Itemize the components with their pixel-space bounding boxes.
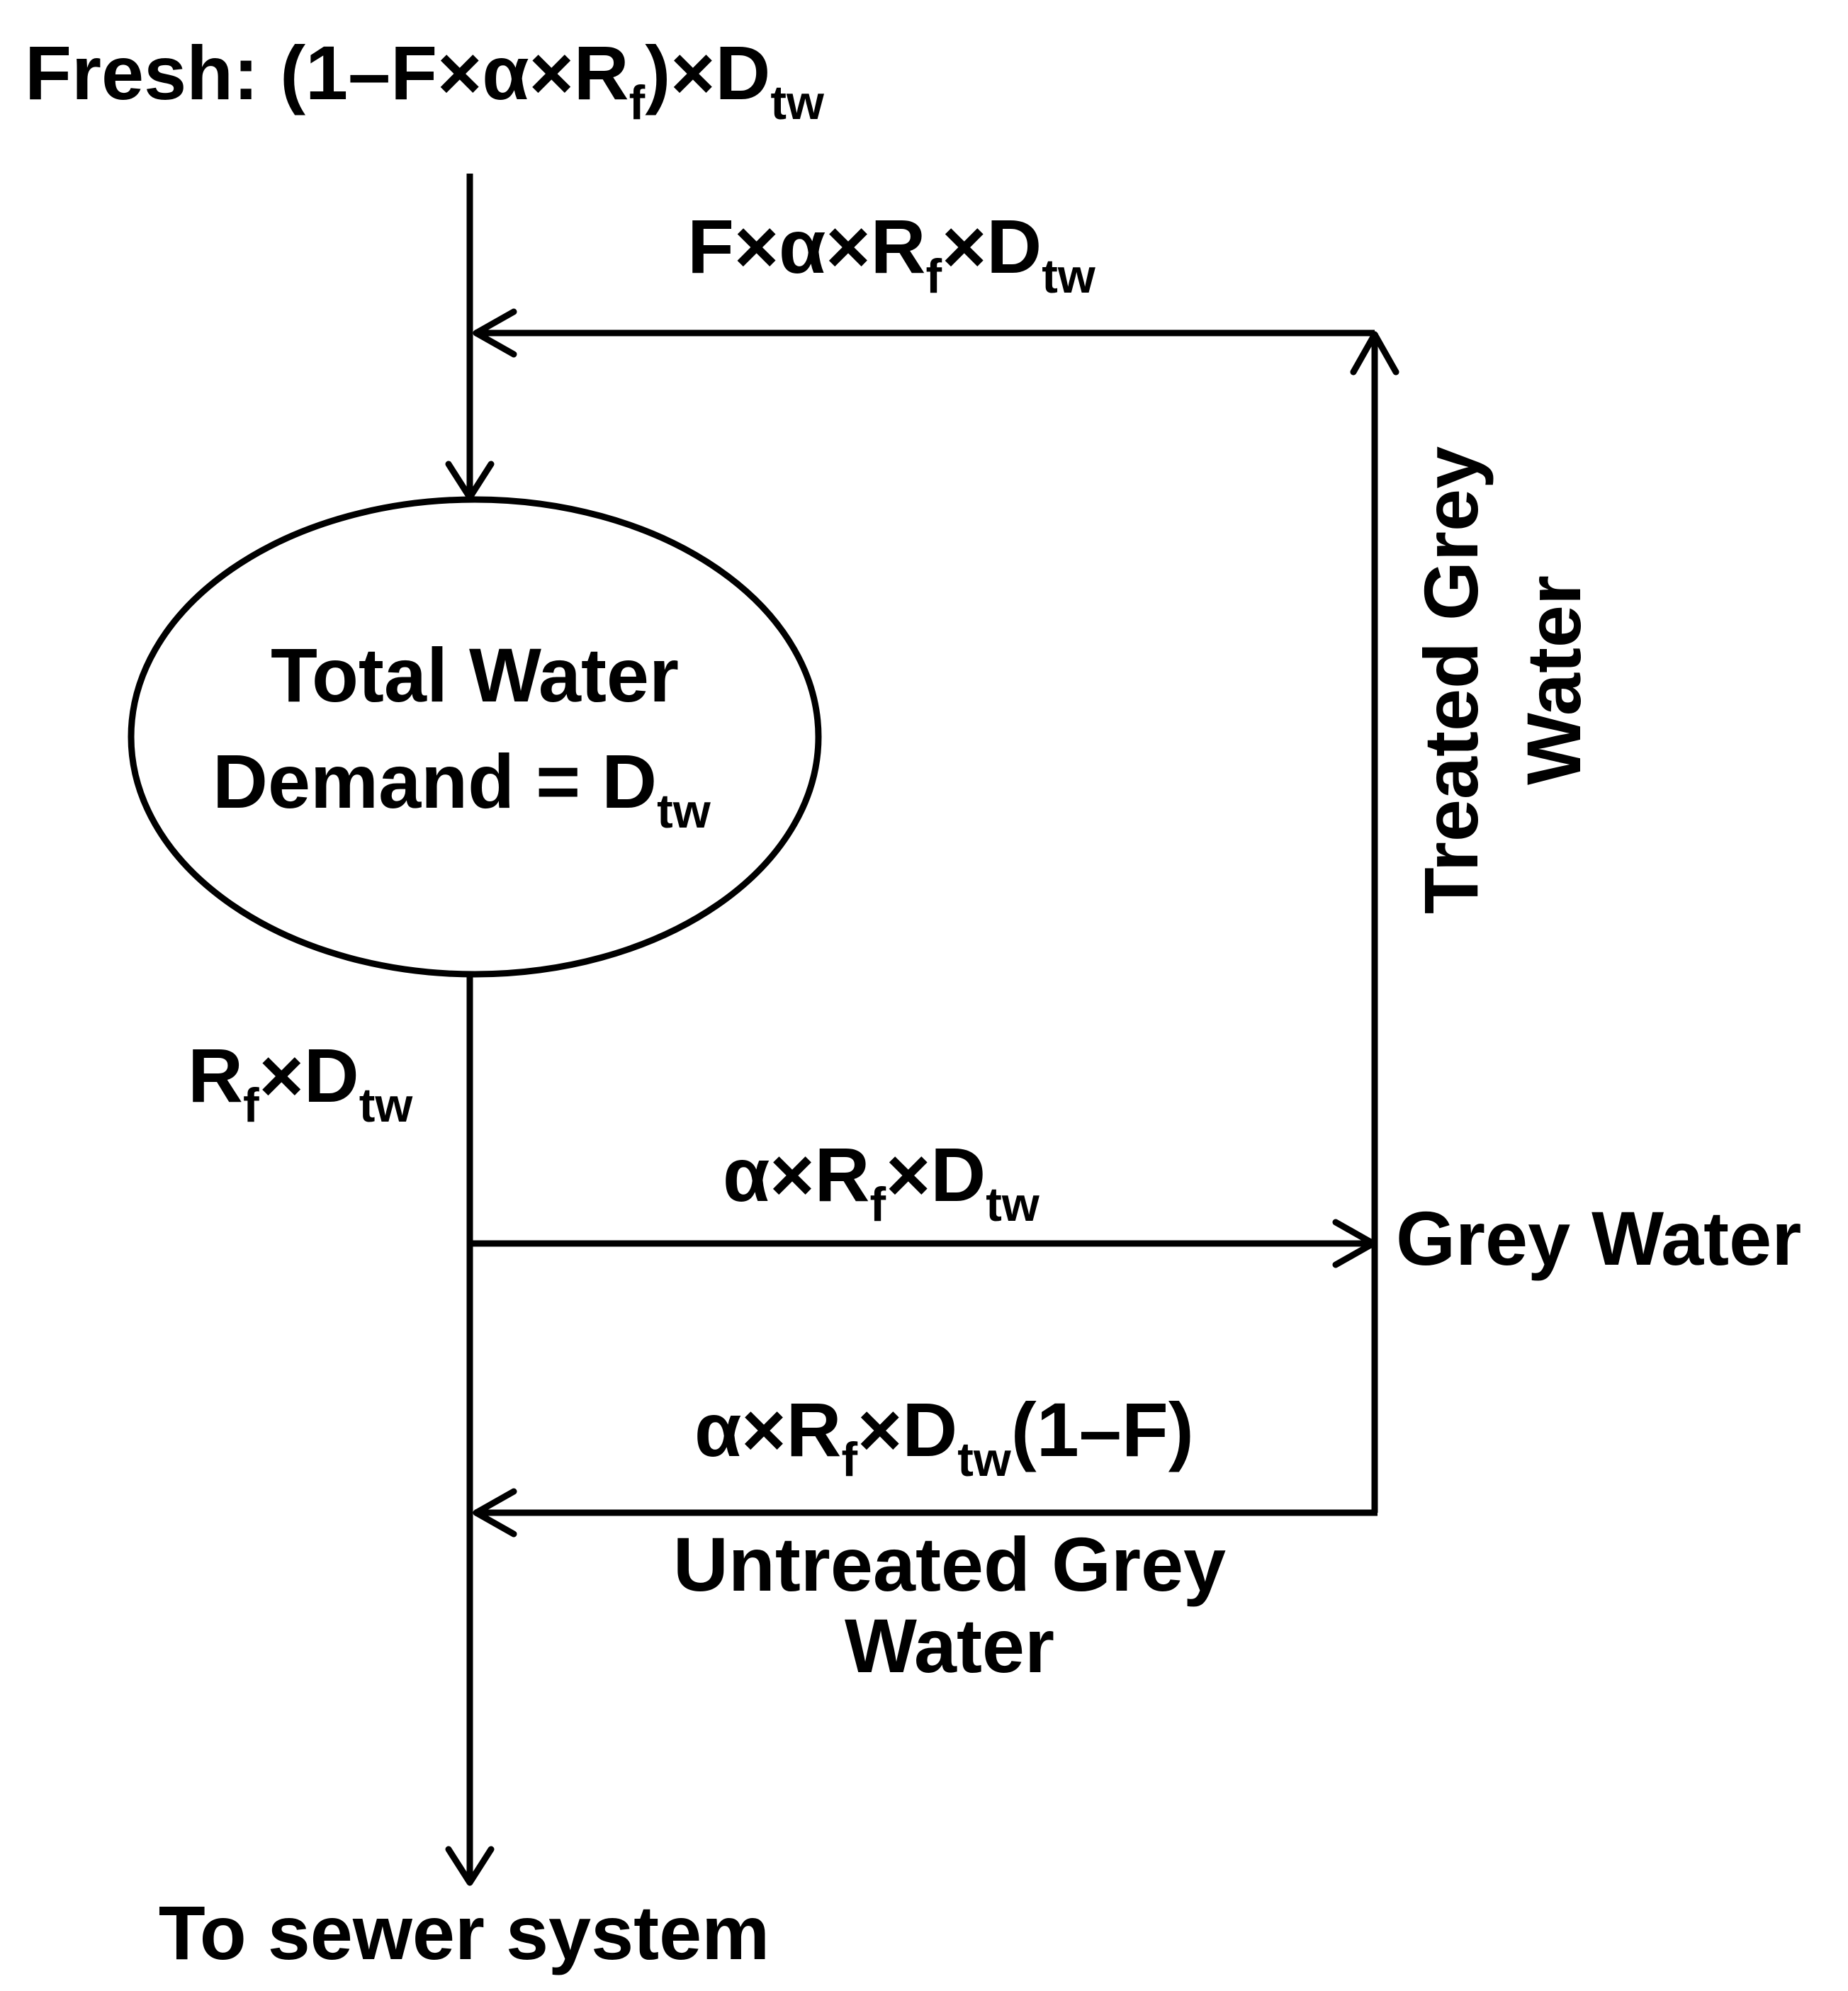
fresh-label-sub-tw: tw	[770, 76, 825, 130]
grey-label-a: α×R	[723, 1132, 869, 1217]
untreated-label-sub-tw: tw	[957, 1433, 1012, 1487]
grey-water-label: Grey Water	[1396, 1195, 1801, 1281]
recycle-label-b: ×D	[942, 203, 1042, 289]
return-label-sub-tw: tw	[359, 1078, 414, 1132]
grey-water-arrowhead	[1332, 1219, 1377, 1268]
demand-label-text: Demand = D	[213, 738, 657, 824]
treated-grey-arrowhead	[1350, 331, 1399, 376]
return-label-sub-f: f	[243, 1078, 259, 1132]
untreated-label-a: α×R	[694, 1387, 841, 1472]
return-label-b: ×D	[259, 1032, 359, 1118]
untreated-grey-arrowhead	[473, 1488, 517, 1538]
demand-label-line1: Total Water	[271, 632, 679, 718]
return-flow-label: Rf×Dtw	[188, 1032, 413, 1132]
fresh-label-prefix: Fresh: (1–F×α×R	[25, 30, 629, 115]
recycle-label-sub-tw: tw	[1042, 249, 1096, 303]
grey-label-sub-tw: tw	[986, 1178, 1040, 1231]
demand-label-line2: Demand = Dtw	[213, 738, 711, 838]
fresh-water-label: Fresh: (1–F×α×Rf)×Dtw	[25, 30, 825, 130]
demand-label-sub-tw: tw	[657, 784, 711, 838]
untreated-label-sub-f: f	[841, 1433, 857, 1487]
untreated-label-b: ×D	[857, 1387, 957, 1472]
recycle-label-sub-f: f	[926, 249, 942, 303]
grey-flow-label: α×Rf×Dtw	[723, 1132, 1040, 1231]
untreated-label-line1: Untreated Grey	[673, 1521, 1226, 1607]
fresh-label-mid: )×D	[645, 30, 770, 115]
untreated-label-c: (1–F)	[1011, 1387, 1194, 1472]
recycle-label-a: F×α×R	[687, 203, 926, 289]
untreated-label-line2: Water	[845, 1603, 1054, 1688]
recycle-flow-label: F×α×Rf×Dtw	[687, 203, 1096, 303]
treated-label-line2: Water	[1511, 575, 1596, 785]
fresh-label-sub-f: f	[629, 76, 646, 130]
sewer-system-label: To sewer system	[159, 1890, 770, 1975]
grey-label-b: ×D	[886, 1132, 986, 1217]
return-label-a: R	[188, 1032, 243, 1118]
untreated-flow-label: α×Rf×Dtw(1–F)	[694, 1387, 1194, 1487]
total-water-demand-node	[128, 496, 822, 978]
sewer-arrowhead	[445, 1846, 495, 1886]
treated-label-line1: Treated Grey	[1408, 446, 1494, 914]
treated-grey-water-label: Treated Grey Water	[1408, 446, 1596, 914]
recycle-top-arrowhead	[473, 308, 517, 358]
grey-label-sub-f: f	[869, 1178, 886, 1231]
